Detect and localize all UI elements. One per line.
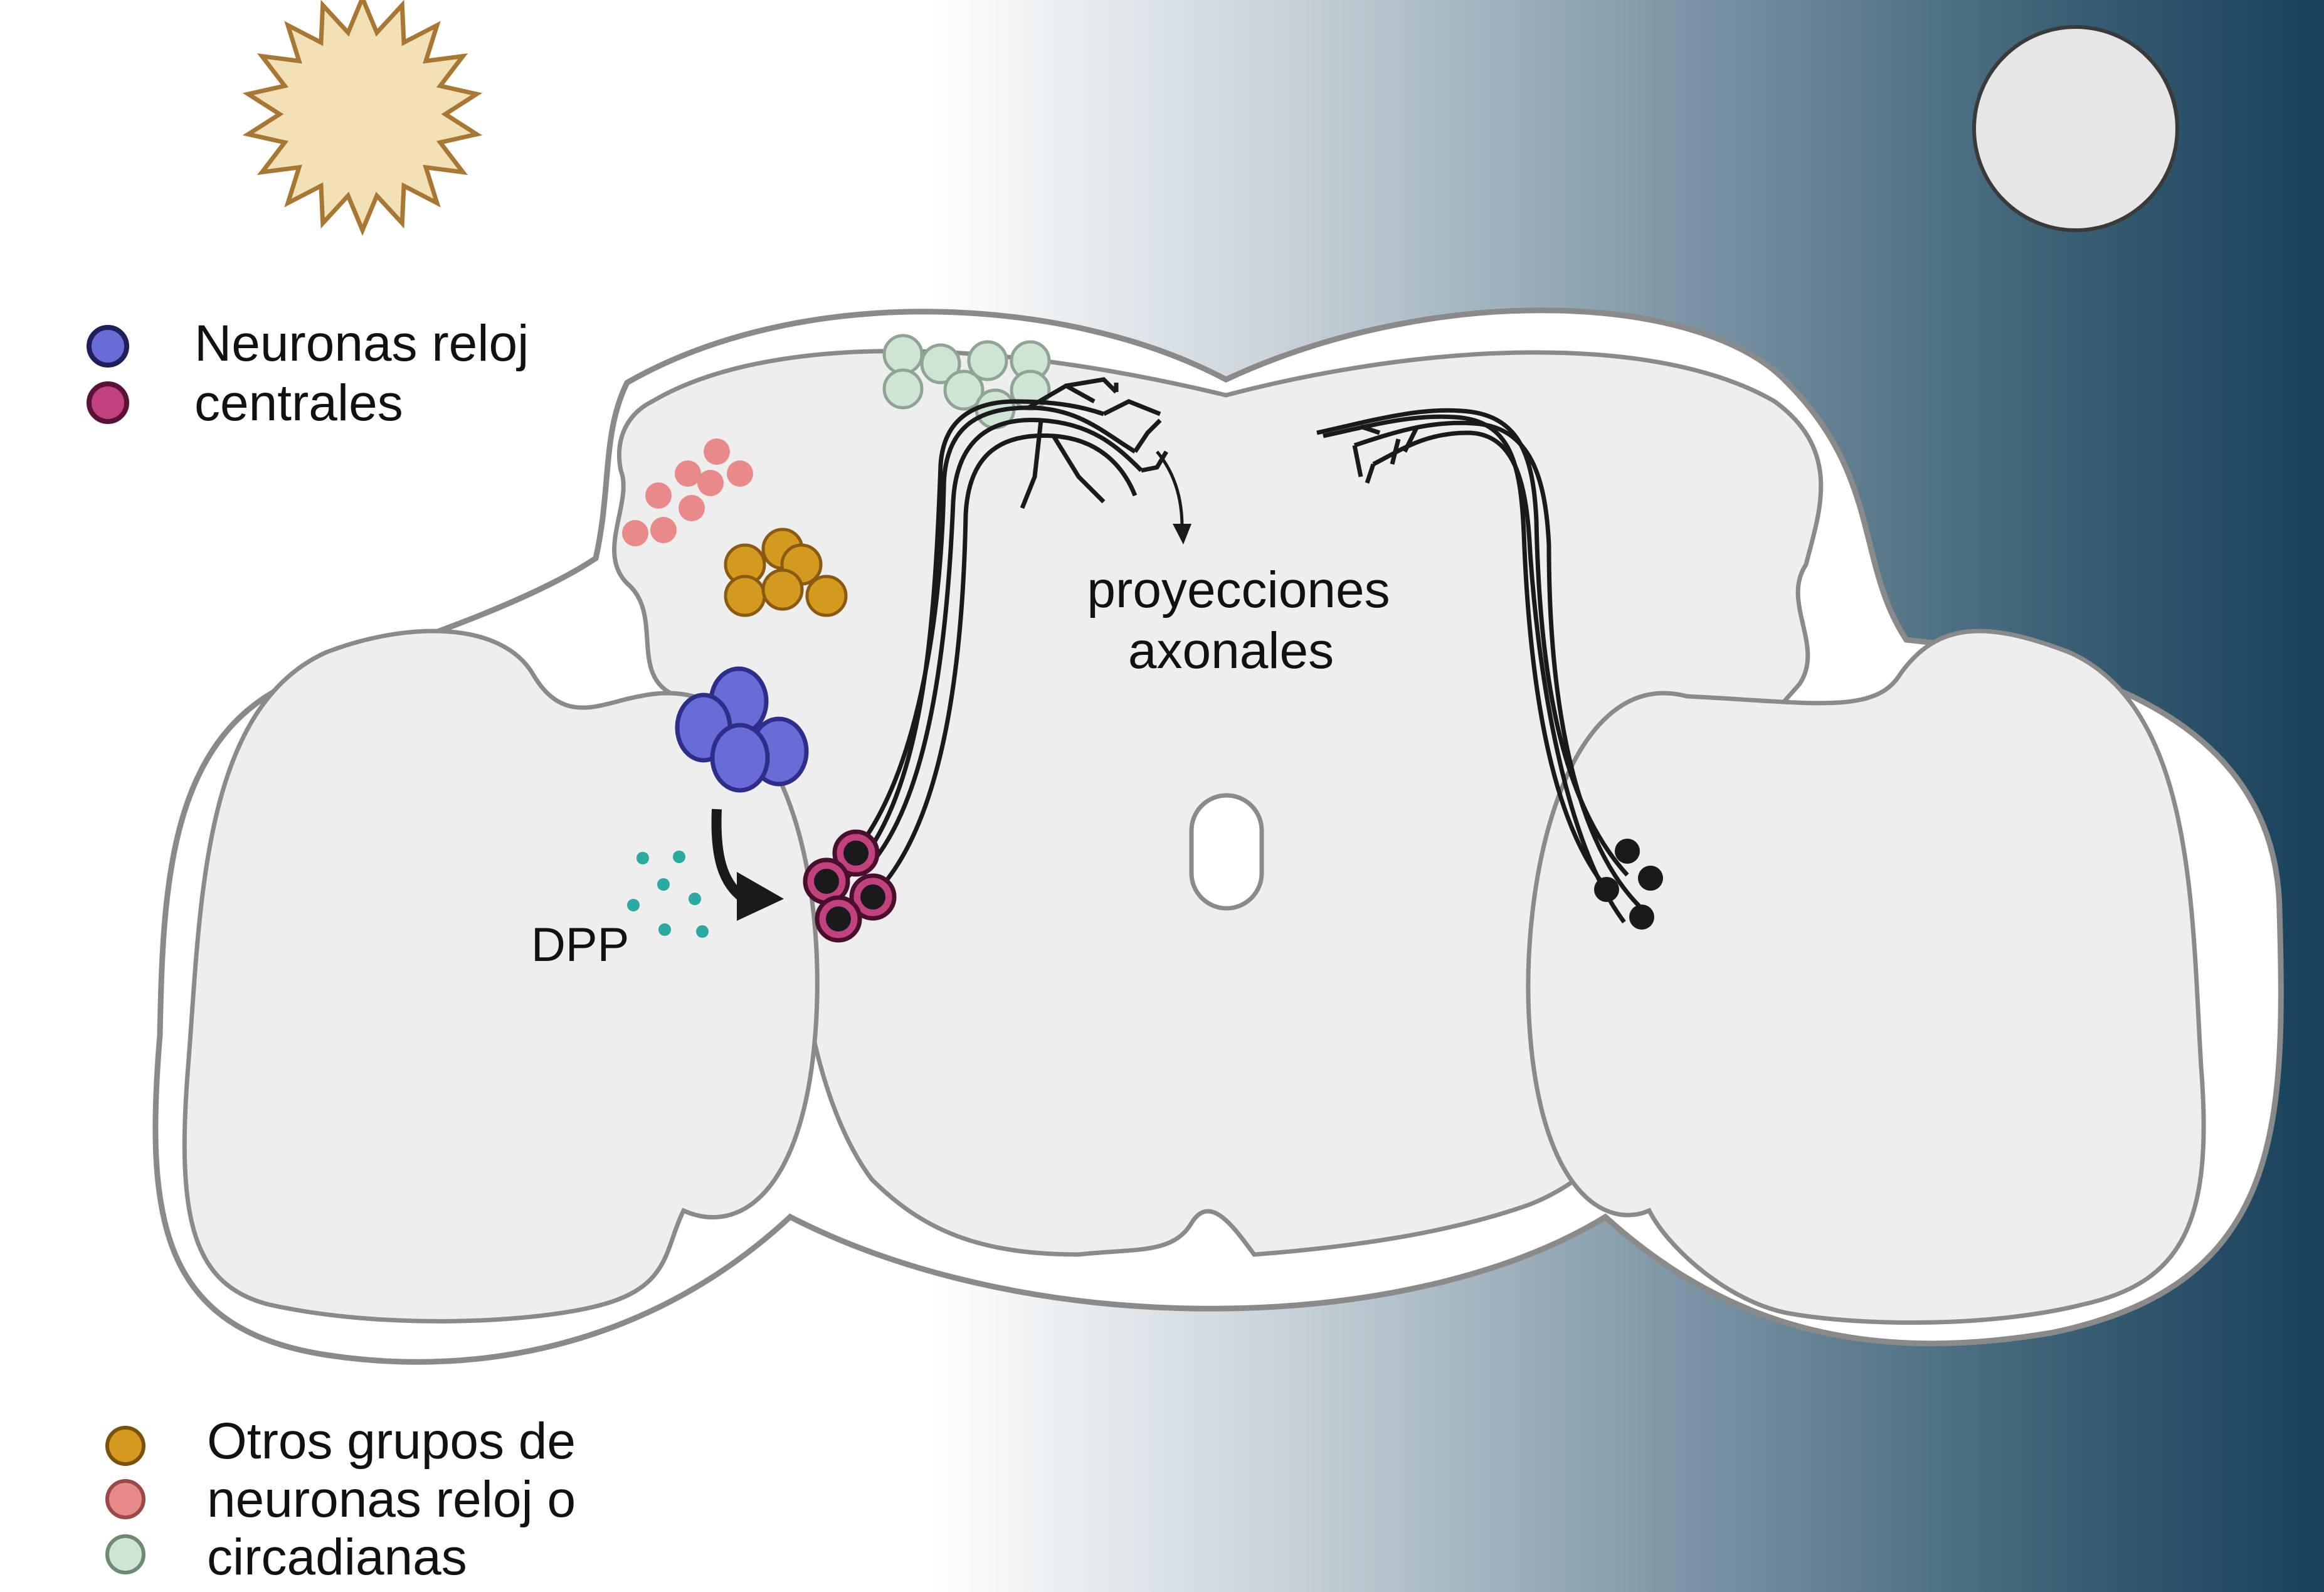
dpp-dot xyxy=(627,899,640,911)
dpp-dot xyxy=(657,878,670,891)
green-neuron xyxy=(882,368,924,410)
magenta-clock-neurons-left xyxy=(803,829,897,943)
orange-neuron xyxy=(761,568,804,611)
left-axonal-projections xyxy=(845,377,1169,893)
right-axonal-projections xyxy=(1316,408,1648,924)
dpp-dot xyxy=(658,923,671,936)
neuron-nucleus xyxy=(843,841,869,866)
legend-central-line1: Neuronas reloj xyxy=(194,315,529,372)
dpp-dot xyxy=(696,925,709,938)
legend-other-line1: Otros grupos de xyxy=(207,1413,576,1470)
pink-neuron-group xyxy=(622,438,753,546)
pink-neuron xyxy=(645,482,672,509)
axonal-projections-label-1: proyecciones xyxy=(1087,561,1390,618)
legend-other-line2: neuronas reloj o xyxy=(207,1471,576,1528)
legend-dot-orange xyxy=(105,1426,145,1466)
projection-pointer xyxy=(1156,450,1184,528)
right-optic-lobe xyxy=(1526,629,2206,1325)
neuron-nucleus xyxy=(860,884,885,910)
pink-neuron xyxy=(727,460,753,487)
blue-clock-neurons xyxy=(675,666,809,793)
dpp-dot xyxy=(689,893,701,905)
pink-neuron xyxy=(675,460,701,487)
green-neuron xyxy=(967,340,1008,381)
dpp-dot xyxy=(636,852,649,864)
dpp-label: DPP xyxy=(531,918,629,972)
pink-neuron xyxy=(704,438,730,465)
left-optic-lobe xyxy=(182,629,820,1324)
green-neuron xyxy=(920,343,961,385)
black-neuron-bodies-right xyxy=(1594,839,1663,930)
orange-neuron xyxy=(805,575,848,617)
sun-icon xyxy=(242,0,483,236)
pink-neuron xyxy=(679,495,705,521)
green-neuron xyxy=(943,369,985,411)
green-neuron xyxy=(882,334,924,375)
projection-pointer-head xyxy=(1173,524,1191,544)
orange-neuron-group xyxy=(724,528,848,617)
dpp-dot xyxy=(673,851,685,863)
dpp-dots xyxy=(627,851,709,938)
legend-other-clock-neurons: Otros grupos de neuronas reloj o circadi… xyxy=(105,1413,576,1586)
legend-central-clock-neurons: Neuronas reloj centrales xyxy=(87,315,529,432)
legend-dot-magenta xyxy=(87,381,129,424)
neuron-nucleus xyxy=(826,906,851,931)
pink-neuron xyxy=(622,520,648,546)
neuron-nucleus xyxy=(814,869,839,894)
esophageal-foramen xyxy=(1189,793,1264,911)
dpp-arrowhead xyxy=(737,872,784,921)
pink-neuron xyxy=(697,470,724,496)
legend-dot-blue xyxy=(87,325,129,368)
pink-neuron xyxy=(650,517,677,543)
orange-neuron xyxy=(724,575,766,617)
moon-icon xyxy=(1972,25,2179,232)
legend-dot-green xyxy=(105,1534,145,1574)
legend-other-line3: circadianas xyxy=(207,1529,467,1586)
axonal-projections-label-2: axonales xyxy=(1128,622,1334,679)
legend-central-line2: centrales xyxy=(194,374,403,432)
legend-dot-pink xyxy=(105,1479,145,1519)
